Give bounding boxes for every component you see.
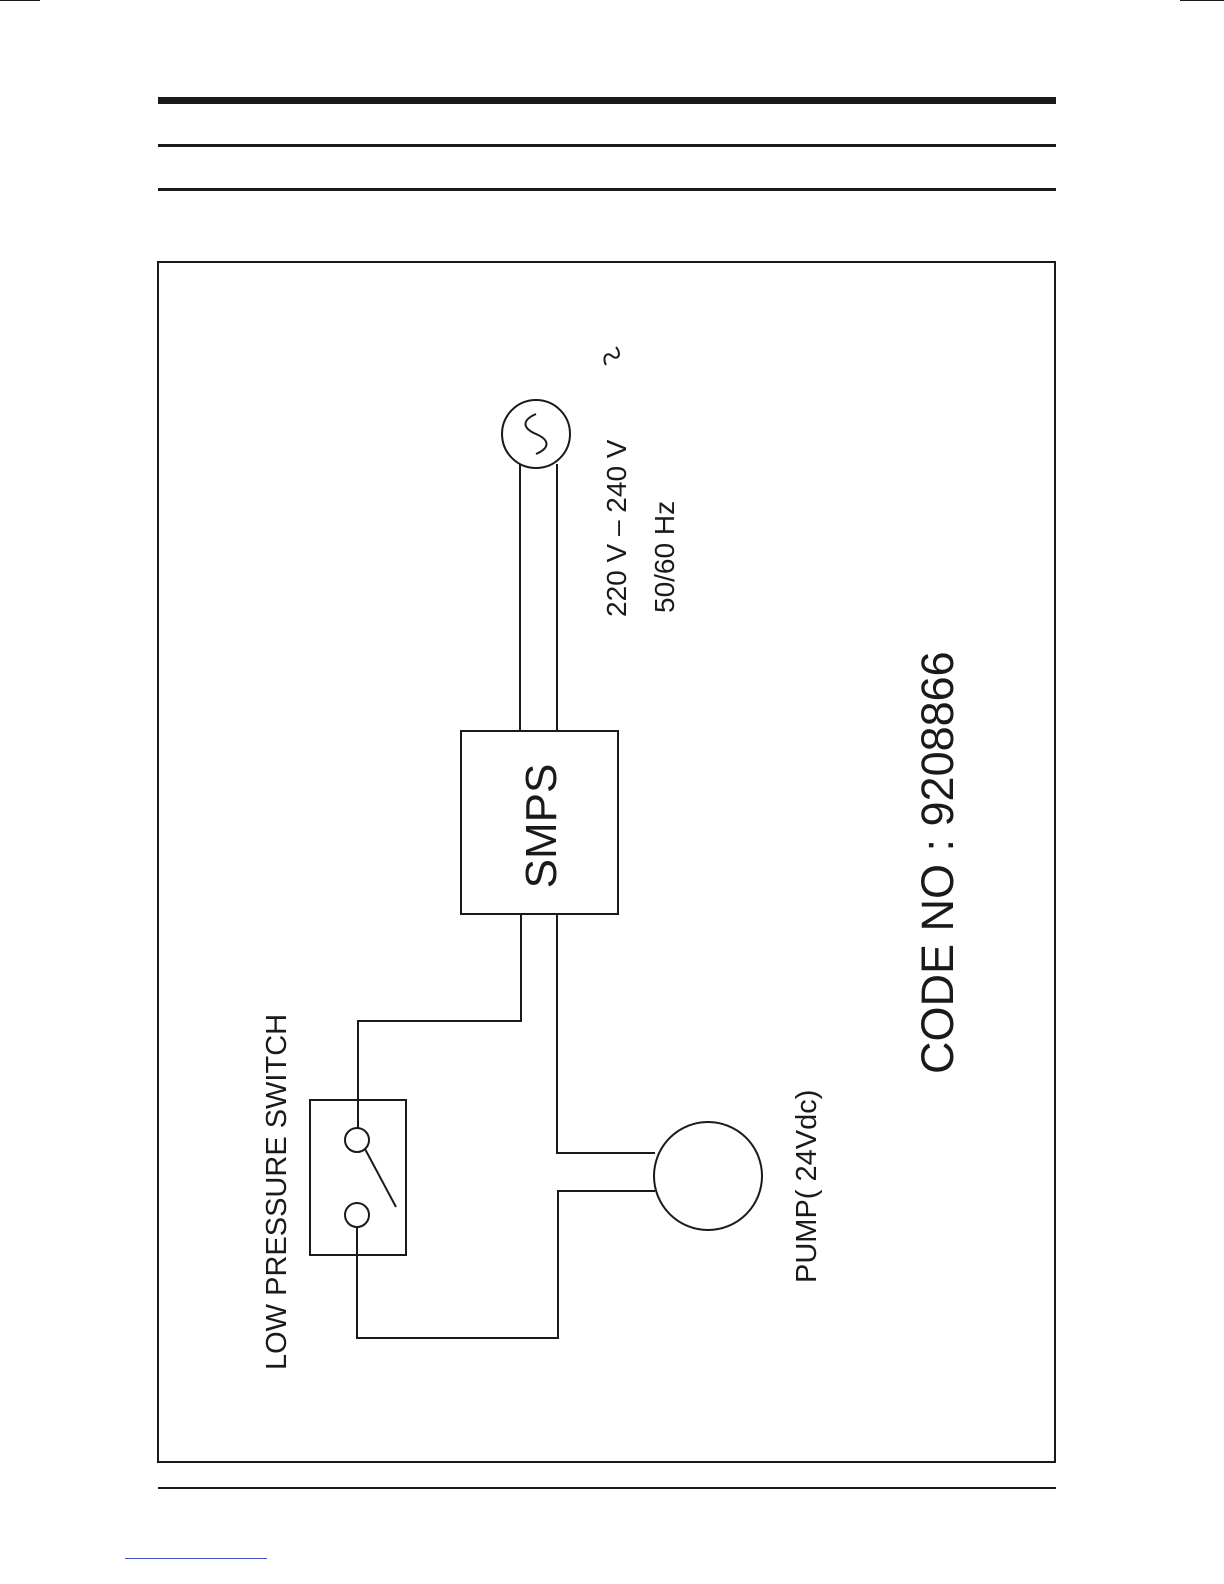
code-number-label: CODE NO : 9208866: [912, 651, 963, 1074]
smps-label: SMPS: [517, 764, 566, 889]
switch-contact-top: [345, 1128, 369, 1152]
voltage-label: 220 V – 240 V: [601, 439, 632, 617]
link-underline[interactable]: [125, 1558, 267, 1559]
pump-label: PUMP( 24Vdc): [791, 1090, 823, 1283]
footer-rule: [158, 1487, 1056, 1489]
smps-to-pump-wire: [557, 914, 655, 1153]
pump-icon: [654, 1122, 762, 1230]
ac-source-icon: [502, 400, 570, 468]
switch-to-pump-wire: [357, 1191, 655, 1338]
switch-contact-bottom: [345, 1203, 369, 1227]
tilde-icon: [604, 347, 619, 365]
switch-lever: [365, 1149, 396, 1207]
low-pressure-switch-label: LOW PRESSURE SWITCH: [261, 1014, 293, 1370]
smps-to-switch-wire: [358, 914, 521, 1128]
frequency-label: 50/60 Hz: [649, 501, 680, 613]
